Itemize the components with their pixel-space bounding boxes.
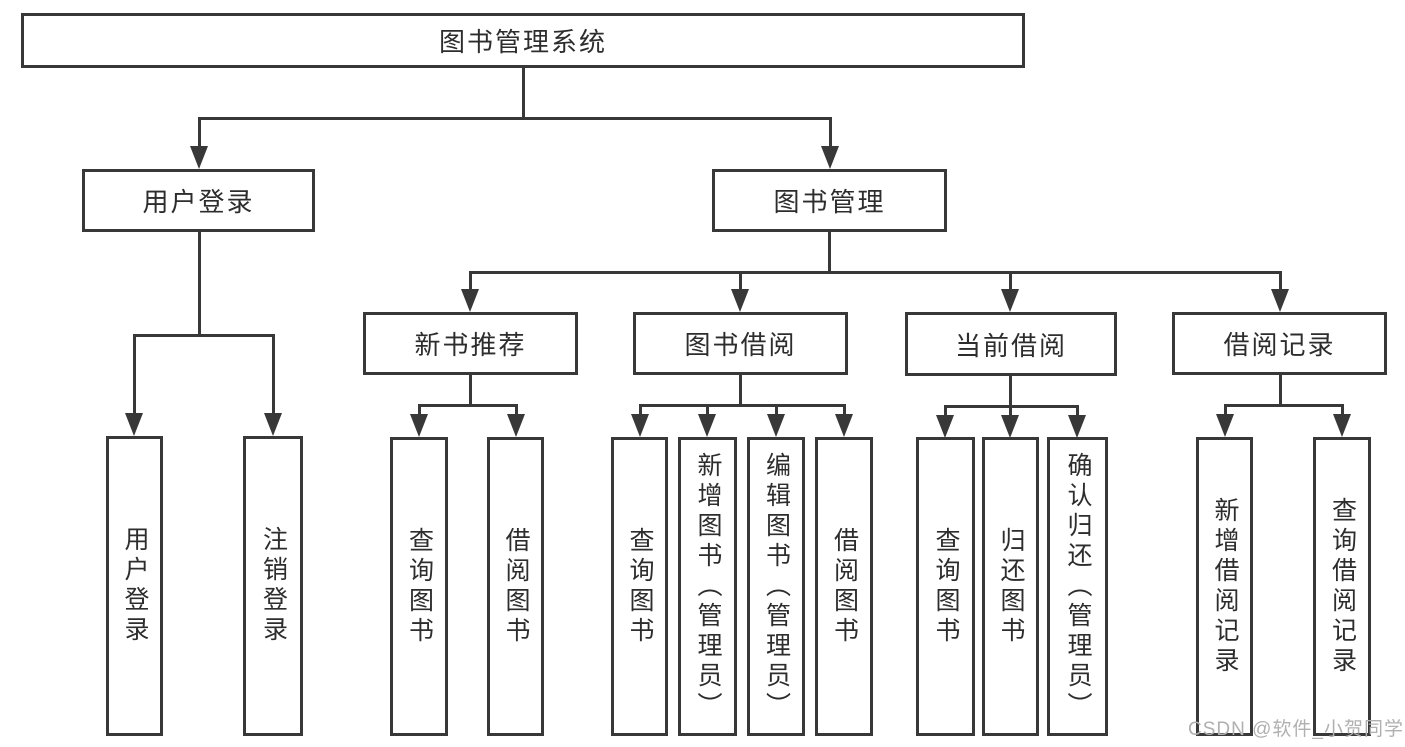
node-label-leaf-query-books-1: 查询图书 bbox=[405, 526, 433, 647]
node-new-book-recommend: 新书推荐 bbox=[363, 312, 578, 375]
connector-arrow-stem bbox=[1223, 405, 1227, 418]
node-leaf-add-books: 新增图书（管理员） bbox=[678, 437, 737, 736]
connector-arrow-stem bbox=[1340, 405, 1344, 418]
connector-line bbox=[1223, 403, 1344, 407]
node-label-leaf-user-login: 用户登录 bbox=[121, 526, 148, 646]
connector-line bbox=[132, 333, 275, 337]
arrowhead-down-icon bbox=[1216, 414, 1234, 437]
arrowhead-down-icon bbox=[731, 289, 749, 312]
node-leaf-query-books-3: 查询图书 bbox=[916, 437, 975, 736]
node-book-borrowing: 图书借阅 bbox=[633, 312, 848, 375]
node-label-leaf-logout: 注销登录 bbox=[259, 526, 287, 646]
arrowhead-down-icon bbox=[631, 414, 649, 437]
node-leaf-query-books-1: 查询图书 bbox=[390, 437, 448, 736]
arrowhead-down-icon bbox=[1333, 414, 1351, 437]
arrowhead-down-icon bbox=[821, 146, 839, 169]
connector-arrow-stem bbox=[1008, 406, 1012, 419]
arrowhead-down-icon bbox=[125, 413, 143, 436]
connector-arrow-stem bbox=[132, 335, 136, 417]
arrowhead-down-icon bbox=[1001, 289, 1019, 312]
connector-line bbox=[197, 232, 201, 335]
connector-line bbox=[468, 270, 1282, 274]
node-label-leaf-query-books-2: 查询图书 bbox=[626, 526, 653, 647]
connector-line bbox=[1278, 375, 1282, 405]
connector-line bbox=[468, 375, 472, 405]
arrowhead-down-icon bbox=[1001, 415, 1019, 438]
arrowhead-down-icon bbox=[1271, 289, 1289, 312]
node-borrowing-records: 借阅记录 bbox=[1172, 312, 1387, 375]
connector-arrow-stem bbox=[1008, 272, 1012, 293]
connector-arrow-stem bbox=[943, 406, 947, 419]
node-leaf-add-borrow-record: 新增借阅记录 bbox=[1196, 437, 1253, 736]
connector-arrow-stem bbox=[468, 272, 472, 293]
arrowhead-down-icon bbox=[264, 413, 282, 436]
connector-arrow-stem bbox=[417, 405, 421, 418]
arrowhead-down-icon bbox=[1068, 415, 1086, 438]
connector-arrow-stem bbox=[1075, 406, 1079, 419]
connector-arrow-stem bbox=[705, 405, 709, 418]
node-leaf-query-books-2: 查询图书 bbox=[611, 437, 668, 736]
node-label-leaf-add-borrow-record: 新增借阅记录 bbox=[1211, 496, 1238, 677]
connector-arrow-stem bbox=[514, 405, 518, 418]
arrowhead-down-icon bbox=[698, 414, 716, 437]
node-label-leaf-edit-books: 编辑图书（管理员） bbox=[762, 451, 790, 722]
connector-line bbox=[738, 375, 742, 405]
arrowhead-down-icon bbox=[507, 414, 525, 437]
connector-arrow-stem bbox=[842, 405, 846, 418]
connector-line bbox=[1008, 376, 1012, 406]
node-label-leaf-query-borrow-record: 查询借阅记录 bbox=[1328, 496, 1356, 677]
connector-arrow-stem bbox=[828, 118, 832, 150]
node-label-leaf-borrow-books-2: 借阅图书 bbox=[830, 526, 858, 647]
arrowhead-down-icon bbox=[767, 414, 785, 437]
node-root: 图书管理系统 bbox=[21, 13, 1025, 68]
node-leaf-logout: 注销登录 bbox=[243, 436, 303, 736]
connector-line bbox=[521, 68, 525, 118]
connector-arrow-stem bbox=[638, 405, 642, 418]
arrowhead-down-icon bbox=[835, 414, 853, 437]
arrowhead-down-icon bbox=[410, 414, 428, 437]
connector-line bbox=[197, 116, 832, 120]
node-label-leaf-add-books: 新增图书（管理员） bbox=[694, 451, 721, 722]
connector-line bbox=[417, 403, 518, 407]
connector-arrow-stem bbox=[738, 272, 742, 293]
node-label-book-borrowing: 图书借阅 bbox=[684, 331, 797, 360]
arrowhead-down-icon bbox=[461, 289, 479, 312]
node-label-root: 图书管理系统 bbox=[438, 28, 607, 57]
node-label-borrowing-records: 借阅记录 bbox=[1223, 331, 1336, 360]
node-label-new-book-recommend: 新书推荐 bbox=[414, 331, 527, 360]
node-leaf-confirm-return: 确认归还（管理员） bbox=[1047, 437, 1108, 736]
node-leaf-borrow-books-2: 借阅图书 bbox=[815, 437, 873, 736]
node-leaf-return-books: 归还图书 bbox=[982, 437, 1039, 736]
csdn-watermark: CSDN @软件_小贺同学 bbox=[1188, 719, 1404, 740]
node-leaf-query-borrow-record: 查询借阅记录 bbox=[1313, 437, 1371, 736]
node-label-leaf-confirm-return: 确认归还（管理员） bbox=[1064, 451, 1091, 722]
node-user-login: 用户登录 bbox=[82, 169, 315, 232]
node-current-borrowing: 当前借阅 bbox=[905, 312, 1117, 376]
connector-line bbox=[827, 232, 831, 272]
node-label-user-login: 用户登录 bbox=[142, 188, 255, 217]
node-leaf-edit-books: 编辑图书（管理员） bbox=[747, 437, 805, 736]
node-label-leaf-query-books-3: 查询图书 bbox=[932, 526, 959, 647]
node-book-management: 图书管理 bbox=[712, 169, 947, 232]
connector-arrow-stem bbox=[774, 405, 778, 418]
node-leaf-user-login: 用户登录 bbox=[106, 436, 163, 736]
arrowhead-down-icon bbox=[190, 146, 208, 169]
connector-line bbox=[638, 403, 846, 407]
node-label-book-management: 图书管理 bbox=[773, 188, 886, 217]
node-label-leaf-borrow-books-1: 借阅图书 bbox=[502, 526, 529, 647]
node-label-current-borrowing: 当前借阅 bbox=[954, 331, 1067, 361]
node-leaf-borrow-books-1: 借阅图书 bbox=[487, 437, 544, 736]
connector-arrow-stem bbox=[197, 118, 201, 150]
connector-arrow-stem bbox=[1278, 272, 1282, 293]
connector-arrow-stem bbox=[271, 335, 275, 417]
node-label-leaf-return-books: 归还图书 bbox=[997, 526, 1024, 647]
arrowhead-down-icon bbox=[936, 415, 954, 438]
